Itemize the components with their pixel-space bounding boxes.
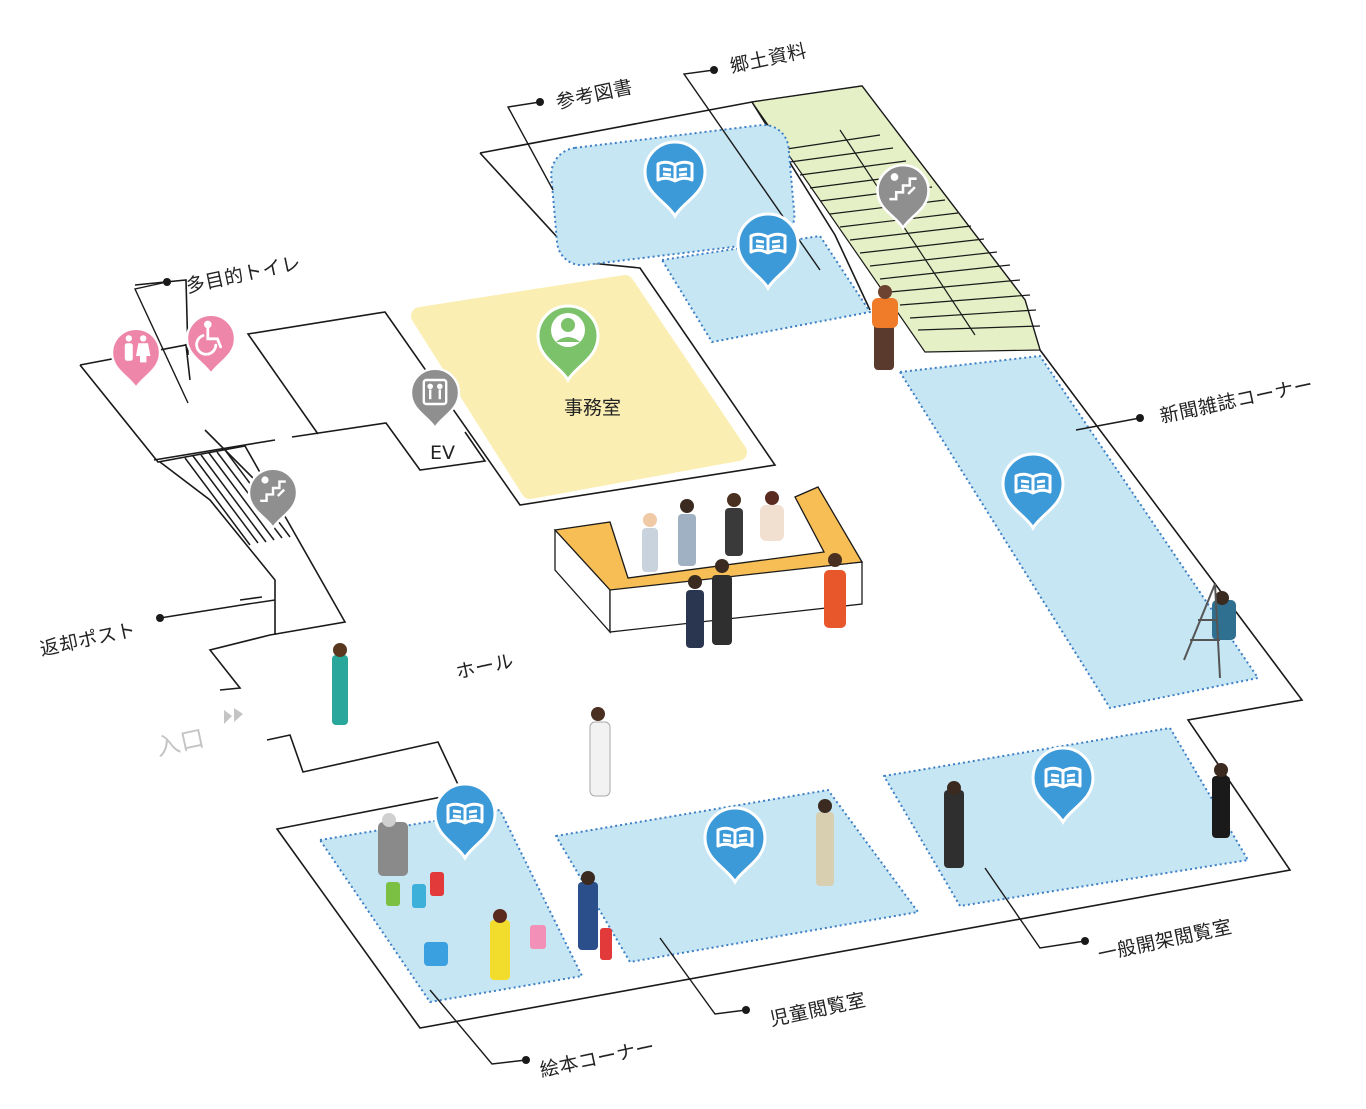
person (600, 928, 612, 960)
stairs-icon (889, 173, 917, 201)
person (712, 559, 732, 645)
people (332, 285, 1236, 980)
office-pin[interactable] (536, 304, 600, 382)
toilet-icon (124, 335, 151, 363)
office-area (411, 275, 747, 499)
person (760, 491, 784, 541)
elevator-pin[interactable] (409, 367, 461, 430)
person (824, 553, 846, 628)
person (1212, 763, 1230, 838)
person (490, 909, 510, 980)
person (530, 925, 546, 949)
person (678, 499, 696, 566)
elevator-icon (422, 378, 448, 406)
reading-areas (319, 123, 1259, 1003)
wheelchair-icon (195, 320, 223, 356)
person (412, 884, 426, 908)
person (386, 882, 400, 906)
person (872, 285, 898, 370)
person (686, 575, 704, 648)
person (424, 942, 448, 966)
callout-dots (156, 66, 1144, 1064)
label-office: 事務室 (564, 397, 622, 419)
stairs-icon (260, 476, 286, 502)
wheelchair-pin[interactable] (185, 313, 237, 376)
toilet-pin[interactable] (110, 327, 162, 390)
person (332, 643, 348, 725)
stairs-pin[interactable] (247, 467, 299, 530)
ladder (1183, 583, 1221, 679)
person (816, 799, 834, 886)
person (725, 493, 743, 556)
person (430, 872, 444, 896)
person (944, 781, 964, 868)
entrance-arrows-icon (224, 708, 243, 724)
person (589, 707, 611, 797)
counter (553, 486, 864, 634)
staff-icon (551, 313, 585, 347)
newspaper-area (899, 355, 1259, 709)
person (378, 813, 408, 876)
callout-lines (133, 69, 1141, 1065)
label-elevator: EV (430, 442, 456, 464)
person (578, 871, 598, 950)
stairs-pin[interactable] (876, 163, 930, 230)
person (642, 513, 658, 572)
